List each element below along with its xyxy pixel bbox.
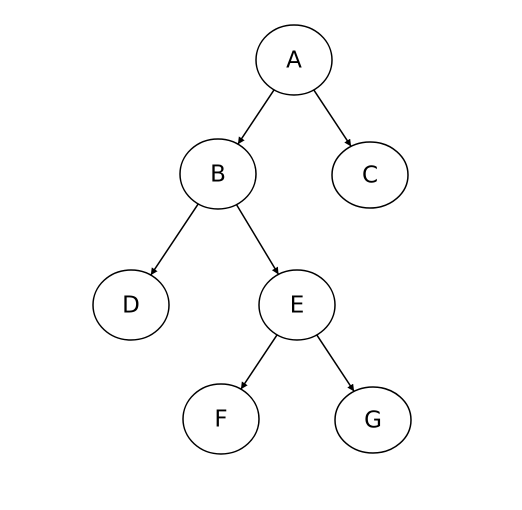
tree-node-g: G bbox=[334, 386, 412, 454]
node-a-label: A bbox=[286, 48, 302, 74]
node-e-label: E bbox=[290, 293, 305, 319]
node-a-shape bbox=[255, 24, 333, 96]
node-f-shape bbox=[182, 383, 260, 455]
node-d-label: D bbox=[122, 293, 140, 319]
node-e-shape bbox=[258, 269, 336, 341]
tree-node-b: B bbox=[179, 138, 257, 210]
edges-layer bbox=[150, 89, 355, 392]
tree-node-d: D bbox=[92, 269, 170, 341]
node-g-shape bbox=[334, 386, 412, 454]
edge-a-c bbox=[313, 89, 352, 147]
edge-b-d bbox=[150, 203, 199, 276]
edge-a-b bbox=[237, 89, 275, 145]
node-g-label: G bbox=[364, 408, 382, 434]
edge-b-e bbox=[235, 204, 280, 275]
node-b-label: B bbox=[210, 162, 226, 188]
node-c-shape bbox=[331, 141, 409, 209]
node-b-shape bbox=[179, 138, 257, 210]
tree-node-c: C bbox=[331, 141, 409, 209]
edge-e-g bbox=[316, 334, 355, 392]
edge-e-f bbox=[240, 334, 278, 390]
node-c-label: C bbox=[362, 163, 378, 189]
node-f-label: F bbox=[214, 407, 227, 433]
tree-node-a: A bbox=[255, 24, 333, 96]
tree-node-f: F bbox=[182, 383, 260, 455]
tree-node-e: E bbox=[258, 269, 336, 341]
node-d-shape bbox=[92, 269, 170, 341]
